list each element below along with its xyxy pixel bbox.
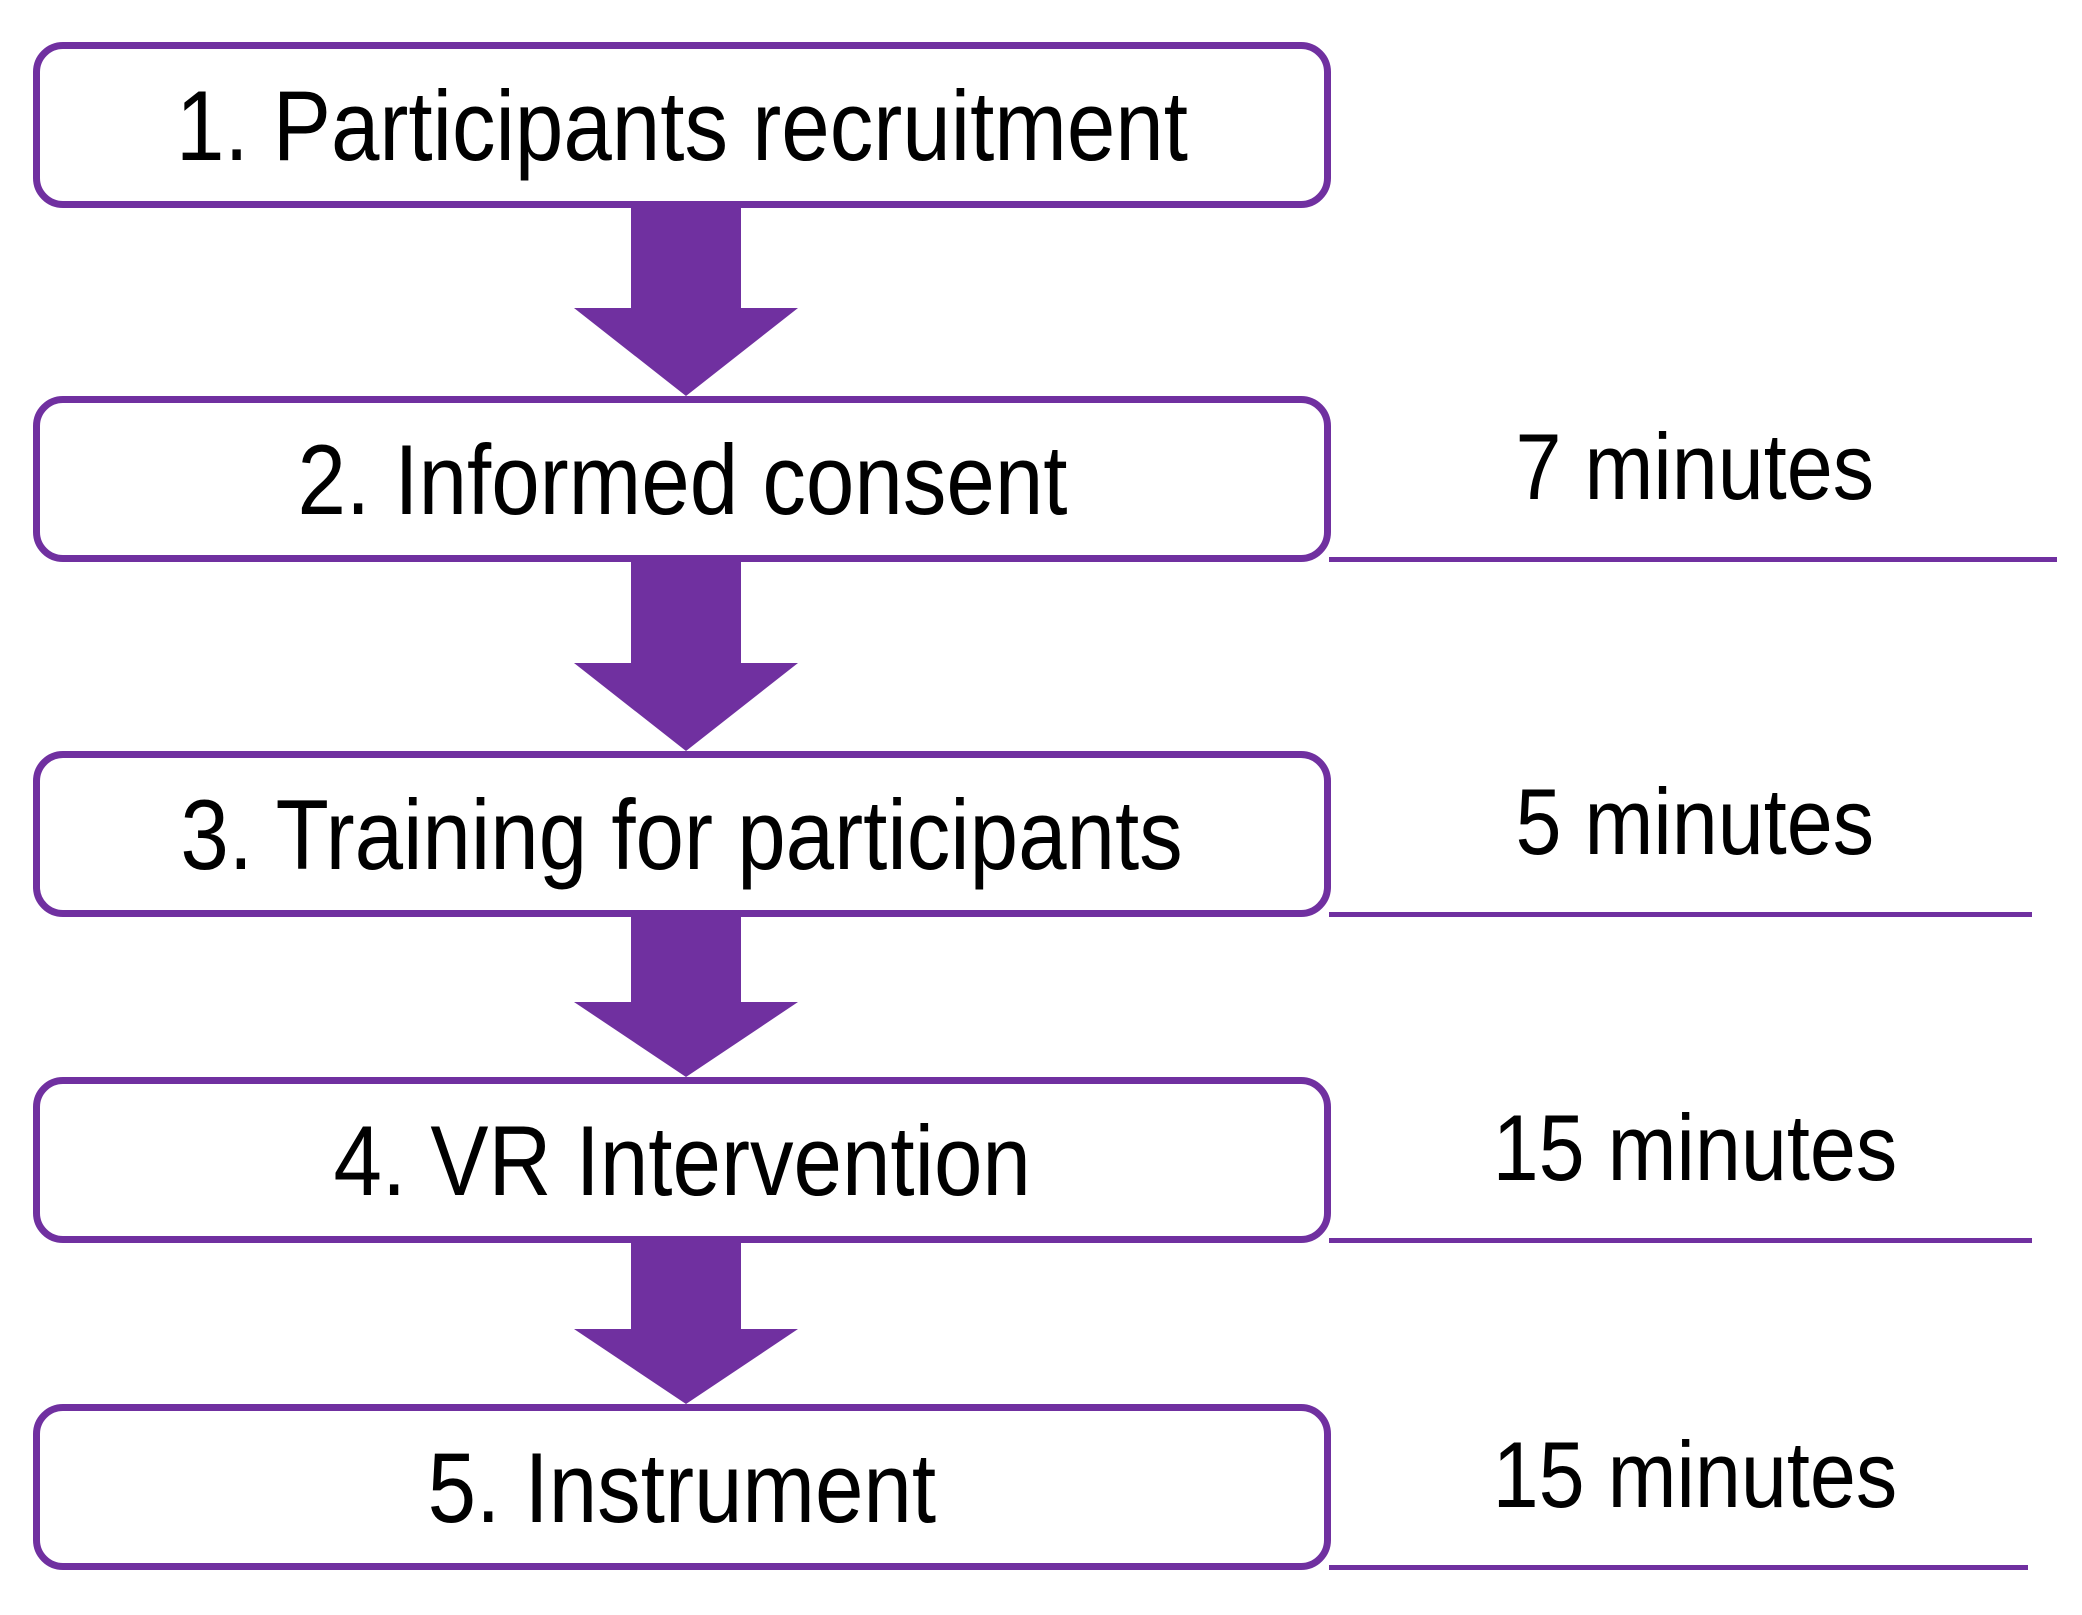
- duration-text: 15 minutes: [1492, 1095, 1898, 1200]
- duration-text: 5 minutes: [1515, 769, 1875, 874]
- arrow-down-icon: [574, 917, 798, 1077]
- step-box-instrument: 5. Instrument: [33, 1404, 1331, 1570]
- duration-underline: [1329, 1238, 2032, 1243]
- step-label: 1. Participants recruitment: [176, 69, 1188, 181]
- step-label: 5. Instrument: [427, 1431, 937, 1543]
- duration-label: 15 minutes: [1340, 1065, 2050, 1231]
- duration-underline: [1329, 912, 2032, 917]
- duration-text: 15 minutes: [1492, 1422, 1898, 1527]
- step-label: 2. Informed consent: [297, 423, 1067, 535]
- step-box-informed-consent: 2. Informed consent: [33, 396, 1331, 562]
- duration-label: 5 minutes: [1340, 739, 2050, 905]
- step-box-training-for-participants: 3. Training for participants: [33, 751, 1331, 917]
- duration-text: 7 minutes: [1515, 414, 1875, 519]
- duration-underline: [1329, 557, 2057, 562]
- step-label: 3. Training for participants: [180, 778, 1184, 890]
- arrow-down-icon: [574, 1243, 798, 1404]
- duration-label: 15 minutes: [1340, 1392, 2050, 1558]
- step-box-participants-recruitment: 1. Participants recruitment: [33, 42, 1331, 208]
- duration-label: 7 minutes: [1340, 384, 2050, 550]
- step-label: 4. VR Intervention: [333, 1104, 1031, 1216]
- duration-underline: [1329, 1565, 2028, 1570]
- arrow-down-icon: [574, 208, 798, 396]
- arrow-down-icon: [574, 562, 798, 751]
- step-box-vr-intervention: 4. VR Intervention: [33, 1077, 1331, 1243]
